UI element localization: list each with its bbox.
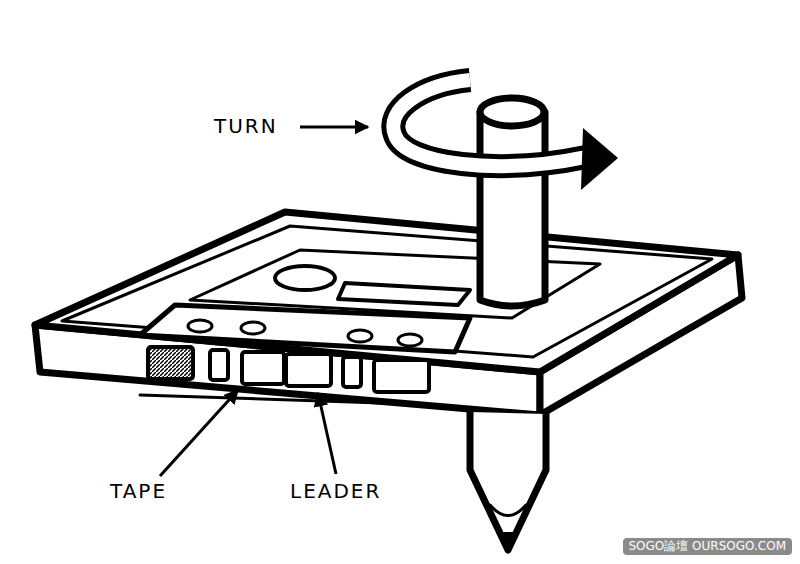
- leader-lines: [160, 127, 368, 476]
- part-label: TAPE: [110, 480, 167, 502]
- cassette-body: [35, 212, 742, 415]
- part-label: LEADER: [290, 480, 381, 502]
- watermark: SOGO論壇 OURSOGO.COM: [623, 538, 793, 555]
- action-label: TURN: [214, 115, 278, 137]
- turn-arrow: [393, 80, 618, 190]
